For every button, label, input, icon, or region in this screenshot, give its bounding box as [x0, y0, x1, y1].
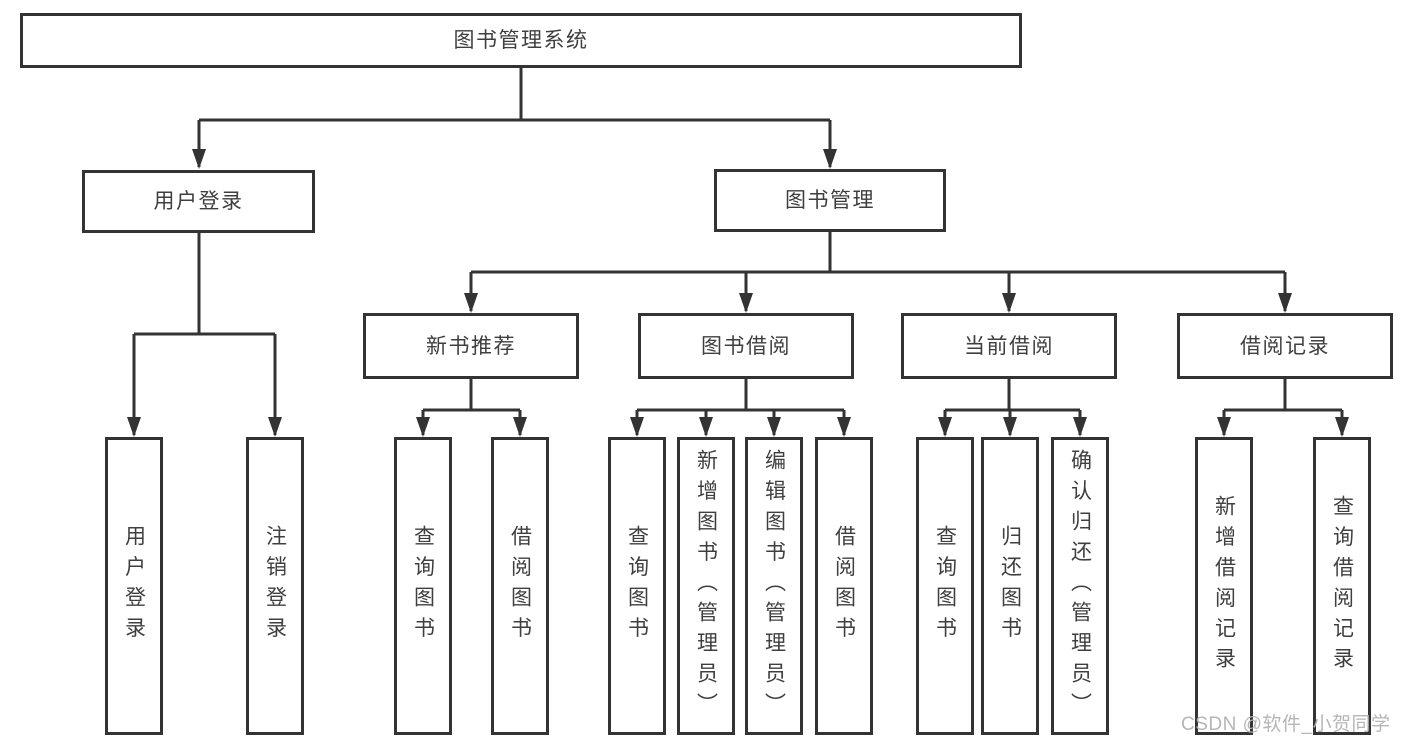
leaf-newbook-borrow-books: 借阅图书	[491, 437, 549, 735]
node-user-login-label: 用户登录	[153, 190, 244, 213]
node-new-book-recommendation: 新书推荐	[363, 313, 579, 379]
leaf-borrow-add-books-admin-label: 新增图书（管理员）	[694, 448, 718, 724]
node-root-label: 图书管理系统	[453, 29, 589, 52]
leaf-borrow-edit-books-admin: 编辑图书（管理员）	[745, 437, 803, 735]
leaf-borrow-borrow-books-label: 借阅图书	[832, 525, 856, 647]
leaf-newbook-query-books-label: 查询图书	[411, 525, 435, 647]
leaf-current-return-books: 归还图书	[981, 437, 1039, 735]
leaf-borrow-add-books-admin: 新增图书（管理员）	[677, 437, 735, 735]
node-borrowing-records-label: 借阅记录	[1240, 334, 1330, 358]
node-current-borrowing: 当前借阅	[901, 313, 1117, 379]
leaf-current-confirm-return-admin: 确认归还（管理员）	[1051, 437, 1109, 735]
node-book-borrowing-label: 图书借阅	[701, 334, 791, 358]
leaf-current-confirm-return-admin-label: 确认归还（管理员）	[1068, 448, 1092, 724]
leaf-records-query-record-label: 查询借阅记录	[1330, 494, 1354, 678]
node-new-book-recommendation-label: 新书推荐	[426, 334, 516, 358]
leaf-user-login: 用户登录	[105, 437, 163, 735]
node-root: 图书管理系统	[20, 13, 1022, 68]
leaf-borrow-edit-books-admin-label: 编辑图书（管理员）	[762, 448, 786, 724]
node-current-borrowing-label: 当前借阅	[964, 334, 1054, 358]
node-user-login: 用户登录	[82, 170, 315, 233]
leaf-records-add-record: 新增借阅记录	[1195, 437, 1253, 735]
leaf-current-query-books-label: 查询图书	[933, 525, 957, 647]
leaf-user-login-label: 用户登录	[122, 525, 146, 647]
node-book-management: 图书管理	[714, 169, 946, 232]
leaf-newbook-borrow-books-label: 借阅图书	[508, 525, 532, 647]
leaf-current-query-books: 查询图书	[916, 437, 974, 735]
leaf-newbook-query-books: 查询图书	[394, 437, 452, 735]
leaf-records-add-record-label: 新增借阅记录	[1212, 494, 1236, 678]
node-borrowing-records: 借阅记录	[1177, 313, 1393, 379]
leaf-borrow-query-books-label: 查询图书	[625, 525, 649, 647]
node-book-borrowing: 图书借阅	[638, 313, 854, 379]
leaf-borrow-query-books: 查询图书	[608, 437, 666, 735]
leaf-records-query-record: 查询借阅记录	[1313, 437, 1371, 735]
branch-segments	[134, 68, 1342, 412]
node-book-management-label: 图书管理	[785, 189, 875, 212]
leaf-logout-label: 注销登录	[263, 525, 287, 647]
csdn-watermark: CSDN @软件_小贺同学	[1181, 714, 1391, 735]
leaf-logout: 注销登录	[246, 437, 304, 735]
arrow-stems	[127, 120, 1349, 437]
leaf-current-return-books-label: 归还图书	[998, 525, 1022, 647]
leaf-borrow-borrow-books: 借阅图书	[815, 437, 873, 735]
